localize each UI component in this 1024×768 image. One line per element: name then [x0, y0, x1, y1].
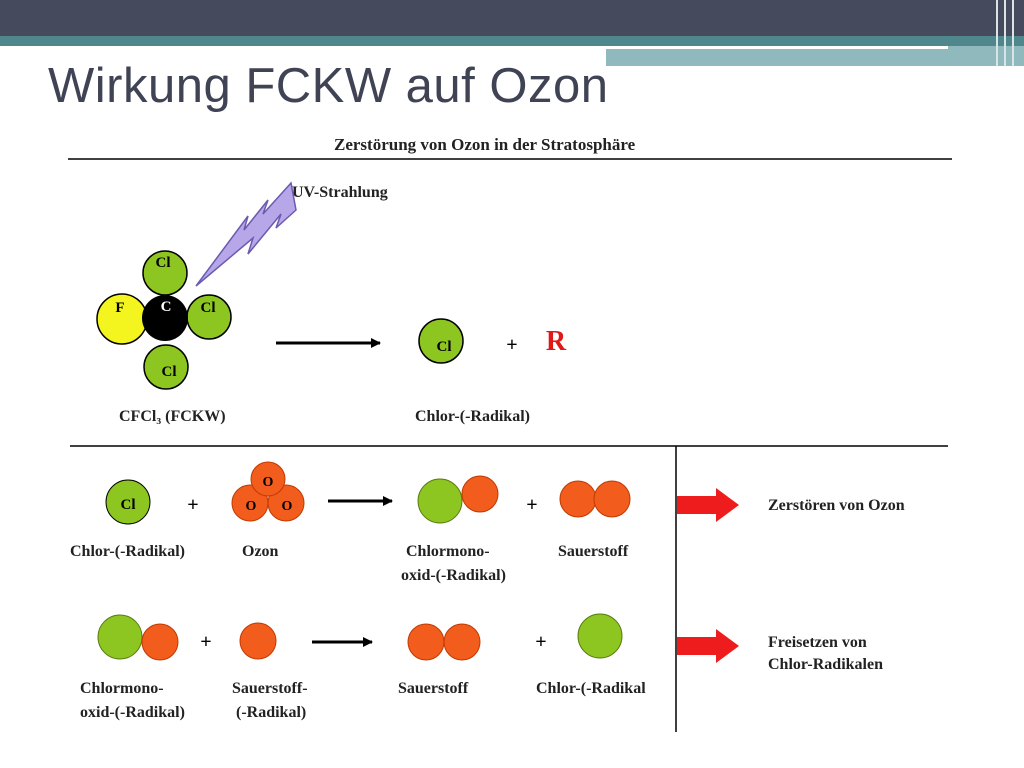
oxygen-atom	[593, 480, 631, 518]
plus-sign: +	[506, 334, 517, 356]
carbon-atom	[142, 295, 188, 341]
chlorine-radical-caption: Chlor-(-Radikal)	[70, 543, 185, 560]
cfcl3-molecule: F C Cl Cl Cl	[96, 250, 232, 390]
atom-label: Cl	[156, 255, 171, 271]
chlorine-radical	[577, 613, 623, 659]
plus-sign: +	[187, 494, 198, 516]
chlorine-monoxide-caption-line2: oxid-(-Radikal)	[80, 704, 185, 721]
chlorine-radical	[418, 318, 464, 364]
diagram-heading: Zerstörung von Ozon in der Stratosphäre	[334, 135, 636, 154]
atom-label: C	[161, 299, 172, 315]
header-edge-line	[1004, 0, 1006, 66]
oxygen-atom	[141, 623, 179, 661]
chlorine-atom	[417, 478, 463, 524]
header-edge-line	[1012, 0, 1014, 66]
chlorine-radical-caption: Chlor-(-Radikal)	[415, 408, 530, 425]
result-release-line2: Chlor-Radikalen	[768, 656, 883, 673]
chlorine-radical	[105, 479, 151, 525]
radical-symbol: R	[546, 326, 567, 357]
atom-label: O	[282, 499, 293, 514]
chlorine-monoxide-caption-line2: oxid-(-Radikal)	[401, 567, 506, 584]
ozone-molecule: O O O	[231, 461, 305, 522]
header-bar	[0, 0, 1024, 36]
atom-label: Cl	[162, 364, 177, 380]
oxygen-molecule	[559, 480, 631, 518]
chlorine-monoxide-caption-line1: Chlormono-	[80, 680, 164, 697]
ozone-caption: Ozon	[242, 543, 279, 560]
header-accent-stripe	[0, 36, 1024, 46]
oxygen-atom	[250, 461, 286, 497]
atom-label: Cl	[121, 497, 136, 513]
oxygen-caption: Sauerstoff	[558, 543, 629, 560]
atom-label: Cl	[437, 339, 452, 355]
cfcl3-caption: CFCl₃ (FCKW)	[119, 408, 226, 425]
result-arrow-red	[677, 629, 739, 663]
header-white-line	[606, 46, 948, 49]
plus-sign: +	[535, 631, 546, 653]
plus-sign: +	[200, 631, 211, 653]
oxygen-atom	[407, 623, 445, 661]
uv-radiation-label: UV-Strahlung	[292, 184, 388, 201]
atom-label: F	[115, 300, 124, 316]
oxygen-caption: Sauerstoff	[398, 680, 469, 697]
chlorine-monoxide-molecule	[97, 614, 179, 661]
chlorine-monoxide-caption-line1: Chlormono-	[406, 543, 490, 560]
slide-title: Wirkung FCKW auf Ozon	[48, 59, 609, 113]
result-arrow-red	[677, 488, 739, 522]
oxygen-radical	[239, 622, 277, 660]
oxygen-radical-caption-line1: Sauerstoff-	[232, 680, 308, 697]
uv-lightning-icon	[195, 181, 297, 287]
header-edge-line	[996, 0, 998, 66]
plus-sign: +	[526, 494, 537, 516]
atom-label: O	[246, 499, 257, 514]
chlorine-atom	[97, 614, 143, 660]
oxygen-atom	[559, 480, 597, 518]
oxygen-molecule	[407, 623, 481, 661]
oxygen-radical-caption-line2: (-Radikal)	[236, 704, 307, 721]
oxygen-atom	[443, 623, 481, 661]
chlorine-atom	[143, 344, 189, 390]
oxygen-atom	[461, 475, 499, 513]
atom-label: Cl	[201, 300, 216, 316]
chlorine-monoxide-molecule	[417, 475, 499, 524]
chlorine-radical-caption: Chlor-(-Radikal	[536, 680, 646, 697]
result-destroy-ozone: Zerstören von Ozon	[768, 497, 905, 514]
result-release-line1: Freisetzen von	[768, 634, 867, 651]
atom-label: O	[263, 475, 274, 490]
header-light-stripe	[606, 46, 1024, 66]
